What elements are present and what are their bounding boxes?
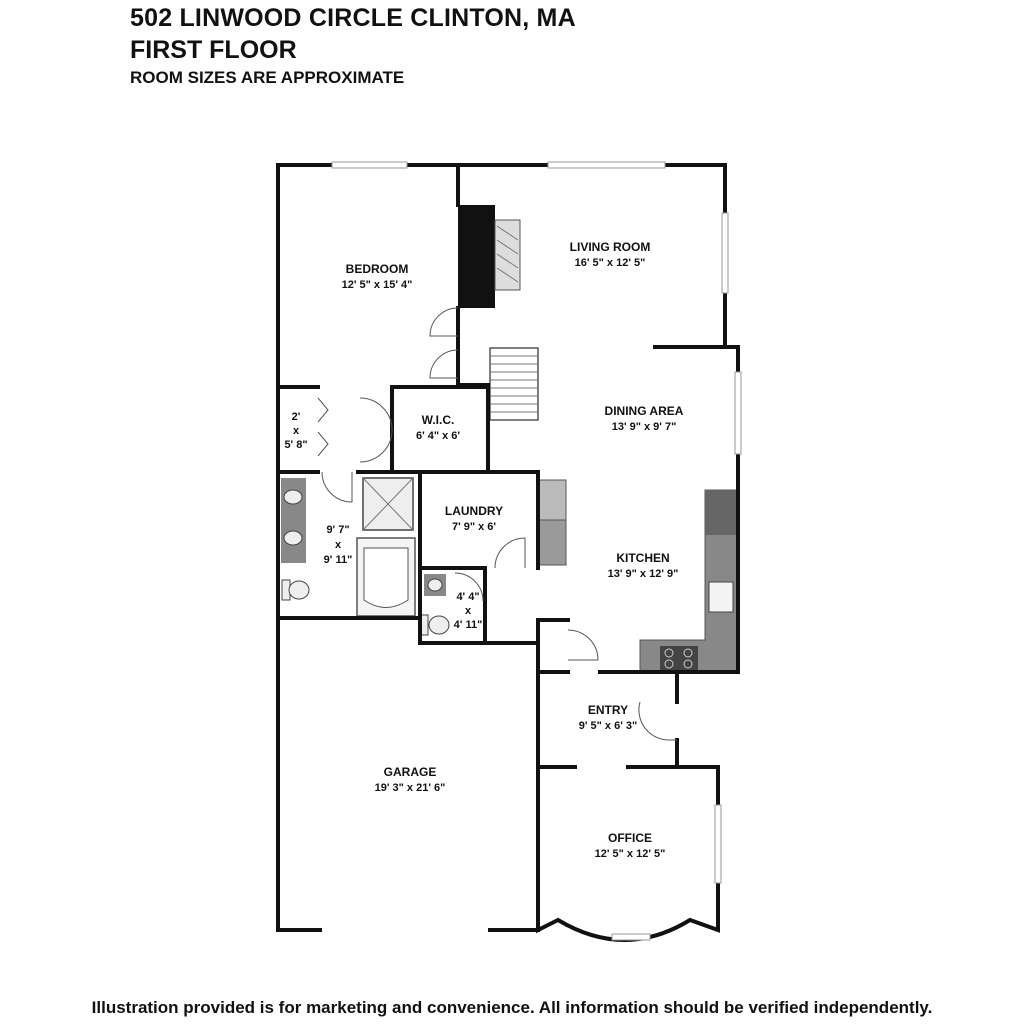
room-kitchen: KITCHEN 13' 9" x 12' 9" xyxy=(608,551,679,580)
room-size: 16' 5" x 12' 5" xyxy=(575,257,646,269)
room-by: x xyxy=(293,425,300,437)
room-size: 12' 5" x 15' 4" xyxy=(342,279,413,291)
room-dining-area: DINING AREA 13' 9" x 9' 7" xyxy=(605,404,684,433)
room-size: 19' 3" x 21' 6" xyxy=(375,782,446,794)
room-by: x xyxy=(335,539,342,551)
walls xyxy=(276,163,740,942)
room-name: GARAGE xyxy=(384,765,437,779)
room-width: 9' 7" xyxy=(326,524,349,536)
room-garage: GARAGE 19' 3" x 21' 6" xyxy=(375,765,446,794)
room-bedroom: BEDROOM 12' 5" x 15' 4" xyxy=(342,262,413,291)
room-half-bath: 4' 4" x 4' 11" xyxy=(454,591,483,631)
room-height: 4' 11" xyxy=(454,619,483,631)
room-height: 5' 8" xyxy=(284,439,307,451)
room-living-room: LIVING ROOM 16' 5" x 12' 5" xyxy=(570,240,651,269)
room-width: 4' 4" xyxy=(456,591,479,603)
disclaimer: Illustration provided is for marketing a… xyxy=(91,998,933,1017)
room-bath: 9' 7" x 9' 11" xyxy=(324,524,353,566)
staircase xyxy=(489,347,539,421)
windows xyxy=(331,161,742,941)
room-name: BEDROOM xyxy=(346,262,409,276)
room-name: LIVING ROOM xyxy=(570,240,651,254)
room-size-note: ROOM SIZES ARE APPROXIMATE xyxy=(130,68,405,87)
room-name: DINING AREA xyxy=(605,404,684,418)
room-laundry: LAUNDRY 7' 9" x 6' xyxy=(445,504,503,533)
room-size: 7' 9" x 6' xyxy=(452,521,496,533)
room-width: 2' xyxy=(292,411,301,423)
room-name: OFFICE xyxy=(608,831,652,845)
room-size: 13' 9" x 9' 7" xyxy=(612,421,677,433)
room-closet: 2' x 5' 8" xyxy=(284,411,307,451)
room-size: 9' 5" x 6' 3" xyxy=(579,720,637,732)
room-name: KITCHEN xyxy=(616,551,669,565)
bath-fixtures xyxy=(281,477,450,636)
room-size: 13' 9" x 12' 9" xyxy=(608,568,679,580)
room-office: OFFICE 12' 5" x 12' 5" xyxy=(595,831,666,860)
room-height: 9' 11" xyxy=(324,554,353,566)
kitchen-island xyxy=(537,479,567,566)
room-name: LAUNDRY xyxy=(445,504,503,518)
room-size: 6' 4" x 6' xyxy=(416,430,460,442)
fireplace xyxy=(458,205,521,308)
room-name: ENTRY xyxy=(588,703,628,717)
kitchen-counter xyxy=(639,489,739,673)
room-entry: ENTRY 9' 5" x 6' 3" xyxy=(579,703,637,732)
room-by: x xyxy=(465,605,472,617)
doors xyxy=(317,307,677,741)
room-wic: W.I.C. 6' 4" x 6' xyxy=(416,413,460,442)
property-address: 502 LINWOOD CIRCLE CLINTON, MA xyxy=(130,4,576,32)
room-size: 12' 5" x 12' 5" xyxy=(595,848,666,860)
floor-label: FIRST FLOOR xyxy=(130,36,297,64)
room-name: W.I.C. xyxy=(422,413,455,427)
